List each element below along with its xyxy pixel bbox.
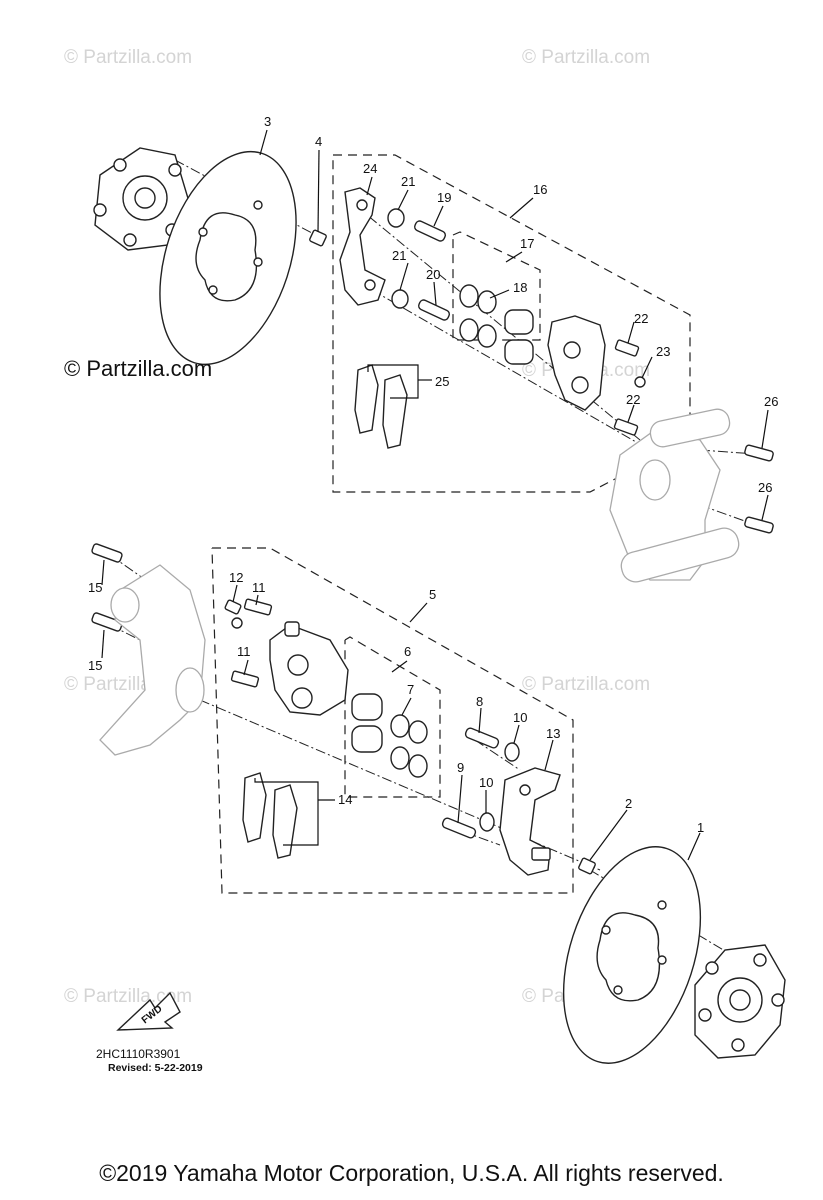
- knuckle-lower: [99, 564, 206, 756]
- copyright-notice: ©2019 Yamaha Motor Corporation, U.S.A. A…: [99, 1160, 724, 1186]
- bleed-screw-12: [224, 599, 243, 629]
- boots-21: [387, 208, 409, 309]
- callout-26-bottom: 26: [758, 480, 772, 495]
- main-watermark: © Partzilla.com: [64, 356, 213, 381]
- slide-pins: [414, 220, 450, 321]
- callout-19: 19: [437, 190, 451, 205]
- callout-2: 2: [625, 796, 632, 811]
- piston-seals-18: [459, 284, 497, 348]
- callout-7: 7: [407, 682, 414, 697]
- brake-disc-top: [159, 150, 297, 366]
- brake-pads-14: [242, 772, 298, 859]
- callout-10-top: 10: [513, 710, 527, 725]
- fwd-arrow-icon: FWD: [116, 991, 181, 1031]
- bolts-26: [744, 444, 774, 534]
- rear-hub-top: [93, 147, 191, 251]
- caliper-bracket-13: [499, 767, 561, 876]
- callout-15-top: 15: [88, 580, 102, 595]
- callout-18: 18: [513, 280, 527, 295]
- piston-seals-7: [390, 714, 428, 778]
- pistons-17: [504, 309, 534, 365]
- caliper-body-top: [547, 315, 606, 411]
- callout-1: 1: [697, 820, 704, 835]
- callout-26-top: 26: [764, 394, 778, 409]
- group-16-outline: [332, 154, 691, 493]
- watermark-bottom-left: © Partzilla.com: [64, 986, 192, 1007]
- callout-3: 3: [264, 114, 271, 129]
- caliper-body-lower: [269, 621, 349, 716]
- callout-4: 4: [315, 134, 322, 149]
- callout-11-top: 11: [252, 580, 266, 595]
- leader-lines: [101, 129, 769, 861]
- boots-10: [479, 742, 520, 832]
- bolt-2: [578, 857, 596, 875]
- group-outlines: [211, 154, 691, 894]
- callout-25: 25: [435, 374, 449, 389]
- brake-disc-lower: [562, 846, 702, 1064]
- callout-10-bottom: 10: [479, 775, 493, 790]
- caliper-bracket-24: [339, 187, 386, 306]
- callout-14: 14: [338, 792, 352, 807]
- callout-8: 8: [476, 694, 483, 709]
- group-5-outline: [211, 547, 574, 894]
- caliper-bolts-22: [613, 339, 646, 436]
- callout-6: 6: [404, 644, 411, 659]
- watermark-lower-right: © Partzilla.com: [522, 674, 650, 695]
- callout-13: 13: [546, 726, 560, 741]
- brake-pads-25: [354, 364, 408, 449]
- diagram-code: 2HC1110R3901: [96, 1047, 181, 1061]
- callout-21-bottom: 21: [392, 248, 406, 263]
- watermark-top-left: © Partzilla.com: [64, 47, 192, 68]
- callout-20: 20: [426, 267, 440, 282]
- rear-arm-mount-top: [609, 408, 740, 583]
- callout-22-top: 22: [634, 311, 648, 326]
- revised-date: Revised: 5-22-2019: [108, 1062, 203, 1074]
- pistons-6: [351, 693, 383, 753]
- callout-5: 5: [429, 587, 436, 602]
- callout-21-top: 21: [401, 174, 415, 189]
- rear-hub-lower: [694, 944, 786, 1059]
- group-6-outline: [344, 636, 441, 798]
- watermark-top-right: © Partzilla.com: [522, 47, 650, 68]
- caliper-bolts-11: [230, 598, 273, 688]
- callout-17: 17: [520, 236, 534, 251]
- callout-22-bottom: 22: [626, 392, 640, 407]
- callouts: 3 4 24 21 19 16 17 21 20 18 22 23 22 25 …: [88, 114, 778, 835]
- bolt-4: [309, 229, 327, 247]
- callout-15-bottom: 15: [88, 658, 102, 673]
- callout-24: 24: [363, 161, 377, 176]
- callout-12: 12: [229, 570, 243, 585]
- group-17-outline: [452, 231, 541, 341]
- callout-16: 16: [533, 182, 547, 197]
- callout-23: 23: [656, 344, 670, 359]
- slide-pins-lower: [441, 727, 500, 839]
- callout-11-bottom: 11: [237, 644, 251, 659]
- callout-9: 9: [457, 760, 464, 775]
- bolts-15: [91, 543, 123, 632]
